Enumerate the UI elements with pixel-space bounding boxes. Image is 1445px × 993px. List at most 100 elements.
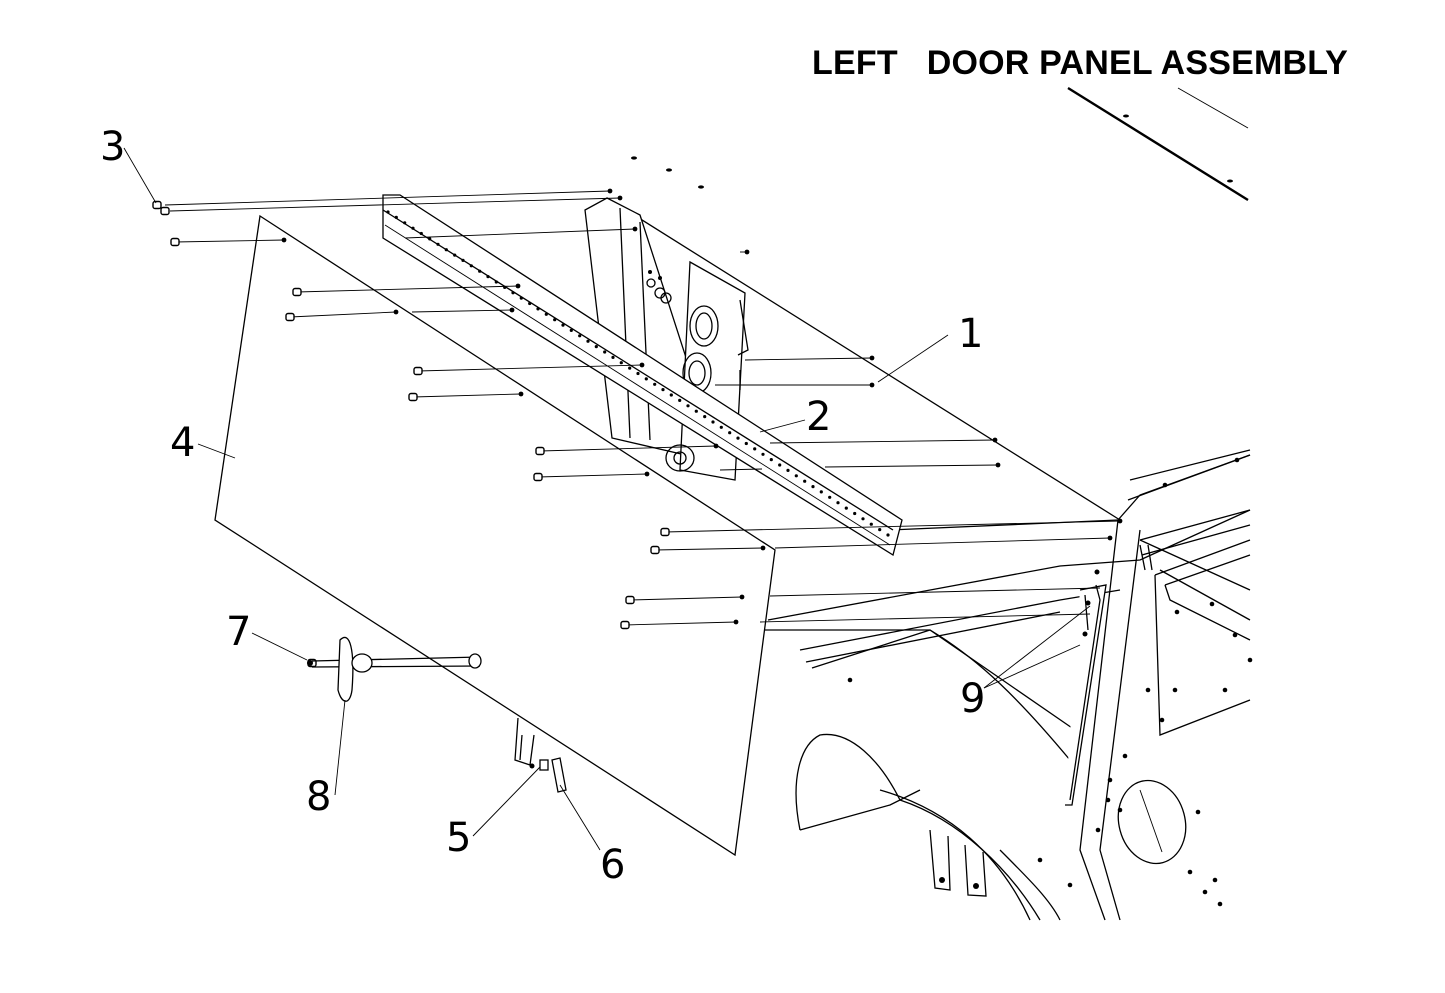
hinge-strip-rivet: [494, 280, 498, 284]
screw-head: [533, 472, 543, 482]
hinge-strip-rivet: [736, 436, 740, 440]
screw-head: [413, 366, 423, 376]
callout-3: 3: [100, 124, 125, 170]
screw-head: [650, 545, 660, 555]
hinge-strip-rivet: [669, 393, 673, 397]
fastener-end: [515, 283, 521, 289]
fastener-end: [617, 195, 623, 201]
fastener-end: [607, 188, 613, 194]
hinge-strip-rivet: [428, 237, 432, 241]
door-panel: [214, 214, 776, 857]
fastener-end: [995, 462, 1001, 468]
screw-head: [625, 595, 635, 605]
hinge-strip-rivet: [561, 323, 565, 327]
callout-8: 8: [306, 774, 331, 820]
hinge-strip-rivet: [411, 226, 415, 230]
screw-head: [292, 287, 302, 297]
hinge-strip-rivet: [761, 452, 765, 456]
hinge-strip-rivet: [728, 431, 732, 435]
hinge-strip-rivet: [686, 404, 690, 408]
drawing-title: LEFT DOOR PANEL ASSEMBLY: [812, 44, 1349, 82]
hinge-strip-rivet: [569, 328, 573, 332]
hinge-strip-rivet: [661, 388, 665, 392]
fastener-end: [632, 226, 638, 232]
fastener-end: [639, 362, 645, 368]
fastener-end: [739, 594, 745, 600]
hinge-strip-rivet: [769, 458, 773, 462]
fastener-end: [1107, 535, 1113, 541]
fastener-lines: [164, 190, 1121, 626]
hinge-strip-rivet: [403, 221, 407, 225]
hinge-strip-rivet: [678, 398, 682, 402]
hinge-strip-rivet: [803, 479, 807, 483]
fastener-end: [518, 391, 524, 397]
fastener-end: [760, 545, 766, 551]
screw-head: [285, 312, 295, 322]
hinge-strip-rivet: [594, 345, 598, 349]
hinge-strip-dots: [386, 210, 890, 537]
hinge-strip-rivet: [461, 258, 465, 262]
hinge-strip-rivet: [511, 291, 515, 295]
hinge-strip-rivet: [819, 490, 823, 494]
fastener-end: [1117, 518, 1123, 524]
t-handle: [307, 637, 482, 702]
hinge-strip-rivet: [711, 420, 715, 424]
hinge-strip-rivet: [869, 522, 873, 526]
hinge-strip-rivet: [628, 366, 632, 370]
hinge-strip-rivet: [886, 533, 890, 537]
hinge-strip-rivet: [636, 371, 640, 376]
hinge-strip-rivet: [478, 269, 482, 273]
fastener-end: [992, 437, 998, 443]
hinge-strip-rivet: [419, 231, 423, 236]
hinge-strip-rivet: [861, 517, 865, 521]
hinge-strip-rivet: [394, 215, 398, 219]
fastener-end: [281, 237, 287, 243]
screw-head: [152, 200, 162, 210]
hinge-strip-rivet: [553, 318, 557, 322]
screw-head: [660, 527, 670, 537]
fastener-end: [509, 307, 515, 313]
hinge-strip-rivet: [703, 415, 707, 419]
hinge-strip-rivet: [453, 253, 457, 257]
hinge-strip-rivet: [528, 301, 532, 306]
fastener-end: [869, 382, 875, 388]
hinge-strip-rivet: [778, 463, 782, 467]
screw-head: [535, 446, 545, 456]
hinge-strip-rivet: [578, 334, 582, 338]
hinge-strip-rivet: [828, 495, 832, 499]
screw-head: [408, 392, 418, 402]
callout-1: 1: [958, 311, 983, 357]
callout-4: 4: [170, 420, 195, 466]
screw-head: [160, 206, 170, 216]
latch-parts: [514, 717, 567, 793]
hinge-strip-rivet: [486, 275, 490, 279]
hinge-strip-rivet: [844, 506, 848, 510]
fastener-end: [713, 443, 719, 449]
fastener-end: [644, 471, 650, 477]
hinge-strip-rivet: [794, 474, 798, 478]
screws: [152, 188, 1123, 668]
hinge-strip-rivet: [603, 350, 607, 354]
screw-head: [170, 237, 180, 247]
hinge-strip-rivet: [653, 382, 657, 386]
hinge-strip-rivet: [611, 355, 615, 359]
hinge-strip-rivet: [619, 361, 623, 365]
hinge-strip-rivet: [786, 468, 790, 472]
hinge-strip-rivet: [444, 248, 448, 252]
hinge: [1065, 569, 1107, 806]
hinge-strip-rivet: [719, 425, 723, 429]
hinge-strip-rivet: [469, 264, 473, 268]
hinge-strip-rivet: [853, 511, 857, 516]
fastener-end: [733, 619, 739, 625]
hinge-strip-rivet: [536, 307, 540, 311]
callout-2: 2: [806, 394, 831, 440]
hinge-strip-rivet: [753, 447, 757, 451]
hinge-strip-rivet: [544, 312, 548, 316]
hinge-strip-rivet: [811, 485, 815, 489]
hinge-strip-rivet: [878, 528, 882, 532]
fastener-end: [393, 309, 399, 315]
hinge-strip-rivet: [744, 441, 748, 446]
fastener-end: [869, 355, 875, 361]
body-top-edge: [631, 86, 1249, 202]
